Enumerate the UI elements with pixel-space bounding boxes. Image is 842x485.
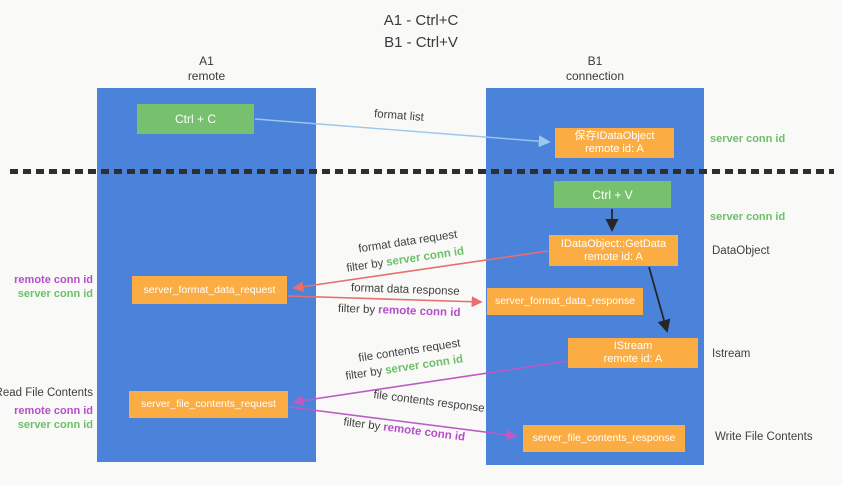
- label-server-conn-id-top: server conn id: [710, 133, 786, 145]
- filter-key-remote-conn-id: remote conn id: [377, 304, 461, 320]
- node-file-response-label: server_file_contents_response: [532, 432, 676, 444]
- label-server-conn-id: server conn id: [17, 419, 93, 431]
- column-a1-name: A1: [199, 54, 214, 68]
- label-file-contents-response-filter: filter byremote conn id: [343, 416, 466, 443]
- label-dataobject: DataObject: [712, 245, 770, 257]
- filter-key-remote-conn-id: remote conn id: [382, 421, 466, 444]
- node-istream: IStream remote id: A: [568, 338, 698, 368]
- label-read-file-contents: Read File Contents: [0, 387, 93, 399]
- label-file-contents-response: file contents response: [372, 389, 486, 415]
- node-save-dataobject-line1: 保存IDataObject: [574, 130, 655, 142]
- node-ctrl-v-label: Ctrl + V: [592, 187, 633, 202]
- label-server-conn-id: server conn id: [17, 288, 93, 300]
- node-server-format-data-request: server_format_data_request: [132, 276, 287, 304]
- title-line-1: A1 - Ctrl+C: [383, 12, 459, 29]
- label-remote-conn-id: remote conn id: [14, 274, 93, 286]
- left-labels-format: remote conn id server conn id: [14, 273, 93, 301]
- node-save-dataobject: 保存IDataObject remote id: A: [555, 128, 674, 158]
- label-format-list: format list: [373, 108, 425, 124]
- node-ctrl-c-label: Ctrl + C: [174, 112, 216, 126]
- node-istream-line2: remote id: A: [603, 353, 663, 365]
- label-server-conn-id-mid: server conn id: [710, 211, 786, 223]
- filter-prefix: filter by: [342, 416, 382, 433]
- label-remote-conn-id: remote conn id: [14, 405, 93, 417]
- column-b1-name: B1: [587, 54, 603, 68]
- label-format-data-response: format data response: [350, 282, 460, 298]
- node-ctrl-v: Ctrl + V: [554, 181, 671, 208]
- node-ctrl-c: Ctrl + C: [137, 104, 254, 134]
- node-save-dataobject-line2: remote id: A: [585, 143, 644, 155]
- node-server-file-contents-response: server_file_contents_response: [523, 425, 685, 452]
- node-server-format-data-response: server_format_data_response: [487, 288, 643, 315]
- column-a1-subtitle: remote: [187, 69, 226, 83]
- node-idataobject-getdata: IDataObject::GetData remote id: A: [549, 235, 678, 266]
- filter-prefix: filter by: [344, 365, 384, 383]
- filter-prefix: filter by: [345, 257, 385, 275]
- node-format-request-label: server_format_data_request: [143, 283, 276, 296]
- node-getdata-line1: IDataObject::GetData: [560, 237, 667, 250]
- label-istream: Istream: [712, 348, 751, 360]
- filter-prefix: filter by: [337, 302, 376, 317]
- node-getdata-line2: remote id: A: [584, 250, 643, 263]
- title-line-2: B1 - Ctrl+V: [384, 34, 458, 51]
- node-file-request-label: server_file_contents_request: [141, 398, 276, 410]
- left-labels-file: Read File Contents remote conn id server…: [0, 386, 93, 432]
- diagram-title: A1 - Ctrl+C B1 - Ctrl+V: [321, 10, 521, 54]
- label-write-file-contents: Write File Contents: [715, 431, 813, 443]
- column-header-a1: A1 remote: [97, 54, 316, 84]
- separator-dotted-line: [10, 169, 834, 174]
- node-server-file-contents-request: server_file_contents_request: [129, 391, 288, 418]
- column-header-b1: B1 connection: [486, 54, 704, 84]
- node-istream-line1: IStream: [613, 340, 653, 352]
- node-format-response-label: server_format_data_response: [494, 295, 636, 307]
- column-b1-subtitle: connection: [565, 69, 625, 83]
